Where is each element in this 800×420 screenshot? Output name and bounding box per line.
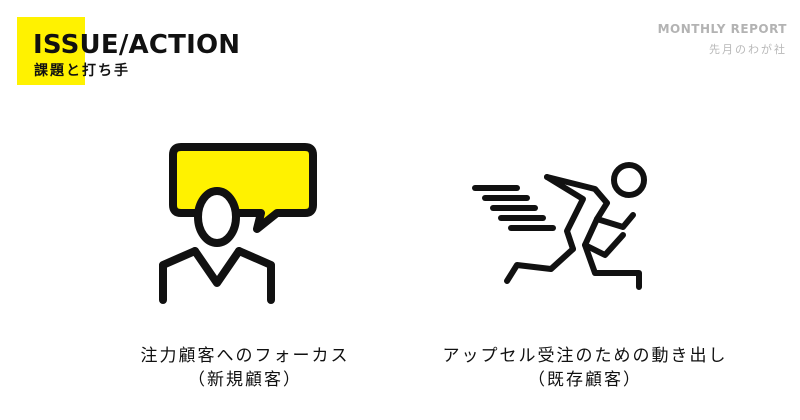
caption-line-2: （既存顧客） xyxy=(528,370,642,390)
page-subtitle: 課題と打ち手 xyxy=(34,63,130,79)
caption-line-1: アップセル受注のための動き出し xyxy=(442,346,728,366)
speech-bubble-person-icon xyxy=(159,143,317,304)
report-label: MONTHLY REPORT xyxy=(657,22,787,36)
accent-bar xyxy=(17,17,85,85)
report-subtitle: 先月のわが社 xyxy=(709,43,787,56)
page-title: ISSUE/ACTION xyxy=(33,30,241,60)
caption-line-2: （新規顧客） xyxy=(188,370,302,390)
running-person-icon xyxy=(472,162,647,290)
caption-line-1: 注力顧客へのフォーカス xyxy=(140,346,350,366)
caption-new-customers: 注力顧客へのフォーカス （新規顧客） xyxy=(100,344,390,392)
caption-existing-customers: アップセル受注のための動き出し （既存顧客） xyxy=(405,344,765,392)
